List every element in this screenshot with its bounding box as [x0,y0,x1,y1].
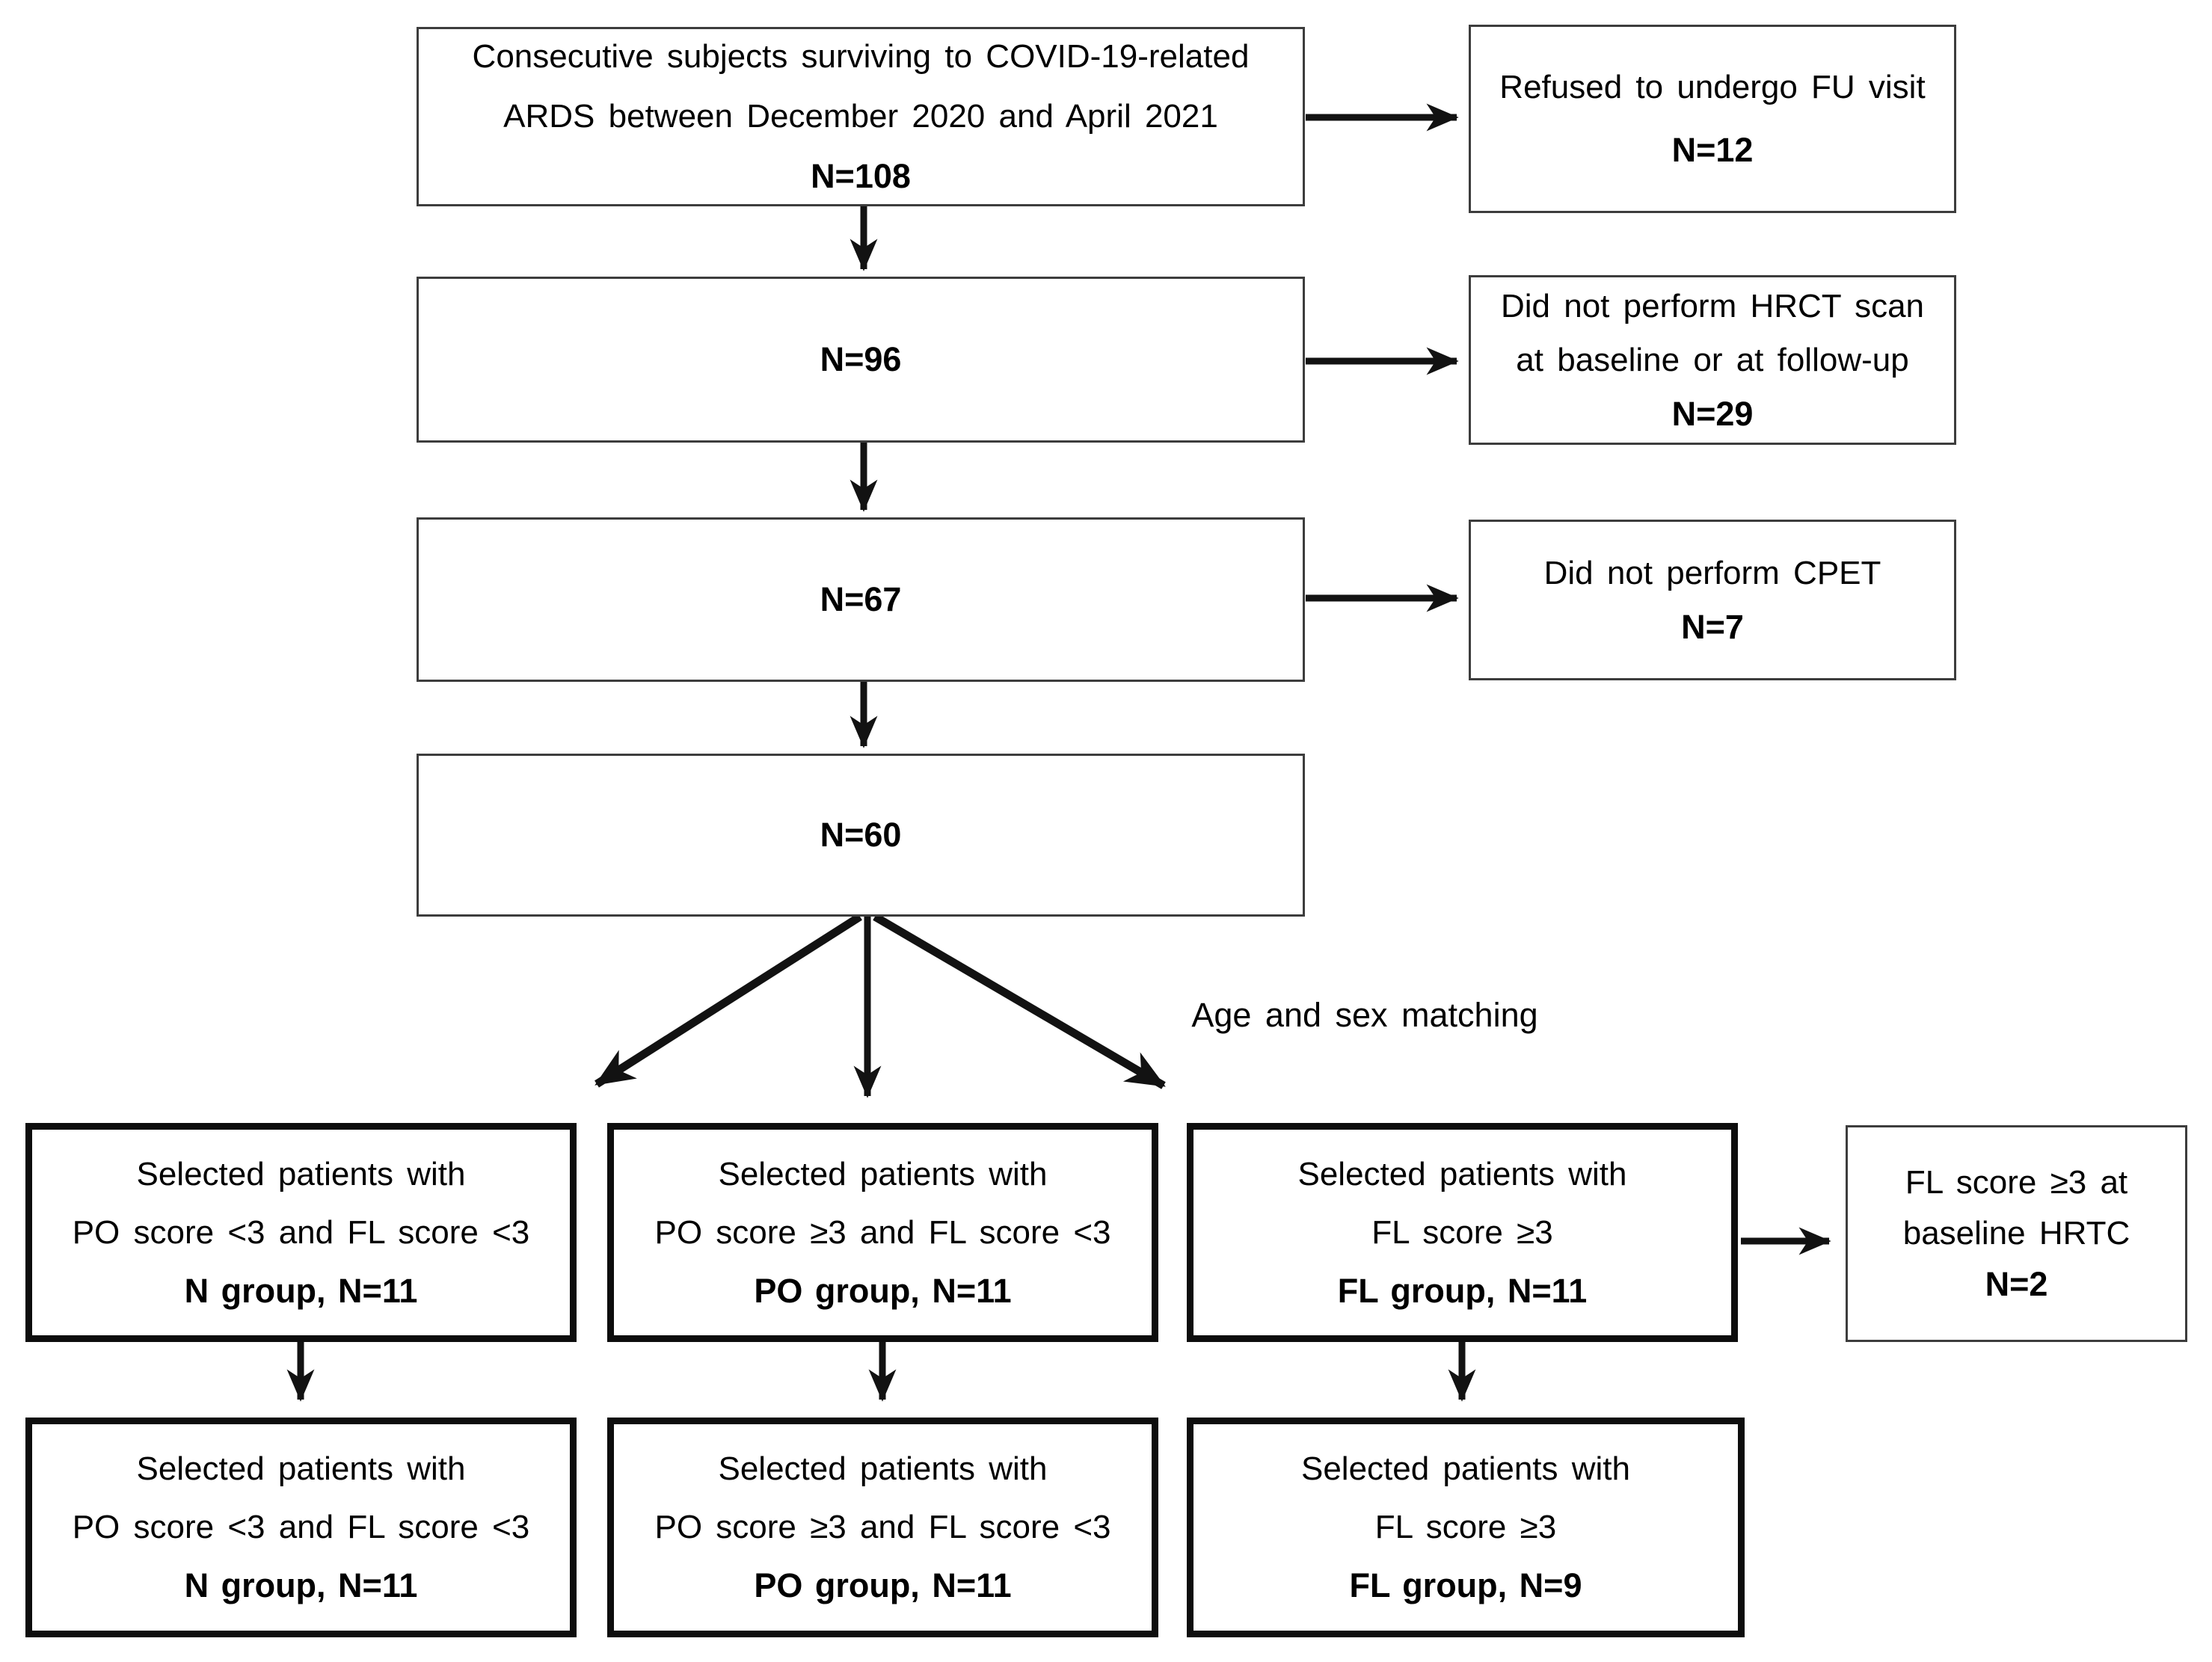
box-excluded-no-hrct: Did not perform HRCT scan at baseline or… [1469,275,1956,445]
arrow-n60-to-fl-group [873,913,1166,1089]
group-po-selected-count: PO group, N=11 [754,1271,1012,1310]
group-fl-final-line1: Selected patients with [1300,1450,1631,1487]
group-n-final-line2: PO score <3 and FL score <3 [72,1509,530,1545]
enrollment-line2: ARDS between December 2020 and April 202… [503,98,1218,135]
box-excluded-refused-fu: Refused to undergo FU visit N=12 [1469,25,1956,213]
group-po-selected-line2: PO score ≥3 and FL score <3 [654,1213,1111,1251]
group-n-final-count: N group, N=11 [184,1566,418,1604]
n96-count: N=96 [820,340,902,378]
box-excluded-no-cpet: Did not perform CPET N=7 [1469,520,1956,680]
box-group-po-selected: Selected patients with PO score ≥3 and F… [607,1123,1158,1342]
refused-fu-line1: Refused to undergo FU visit [1499,69,1926,105]
box-fl-baseline-hrtc: FL score ≥3 at baseline HRTC N=2 [1846,1125,2187,1342]
age-sex-matching-label: Age and sex matching [1191,996,1538,1034]
box-group-fl-selected: Selected patients with FL score ≥3 FL gr… [1187,1123,1738,1342]
group-po-final-line2: PO score ≥3 and FL score <3 [654,1509,1111,1545]
box-group-fl-final: Selected patients with FL score ≥3 FL gr… [1187,1418,1745,1637]
no-hrct-count: N=29 [1671,394,1754,433]
fl-baseline-count: N=2 [1985,1265,2048,1303]
group-n-final-line1: Selected patients with [136,1450,466,1487]
no-cpet-line1: Did not perform CPET [1543,554,1881,591]
n60-count: N=60 [820,816,902,854]
group-po-final-count: PO group, N=11 [754,1566,1012,1604]
box-n60: N=60 [417,754,1305,917]
fl-baseline-line2: baseline HRTC [1902,1215,2130,1252]
group-fl-selected-line2: FL score ≥3 [1371,1213,1553,1251]
fl-baseline-line1: FL score ≥3 at [1905,1164,2128,1201]
n67-count: N=67 [820,580,902,618]
group-fl-selected-count: FL group, N=11 [1337,1271,1588,1310]
no-hrct-line2: at baseline or at follow-up [1516,341,1909,378]
box-group-n-final: Selected patients with PO score <3 and F… [25,1418,577,1637]
arrow-n60-to-n-group [595,913,862,1088]
group-fl-final-count: FL group, N=9 [1349,1566,1582,1604]
no-hrct-line1: Did not perform HRCT scan [1500,287,1925,324]
box-enrollment: Consecutive subjects surviving to COVID-… [417,27,1305,206]
box-group-po-final: Selected patients with PO score ≥3 and F… [607,1418,1158,1637]
group-fl-selected-line1: Selected patients with [1297,1155,1627,1192]
group-po-selected-line1: Selected patients with [718,1155,1048,1192]
refused-fu-count: N=12 [1671,131,1754,169]
box-group-n-selected: Selected patients with PO score <3 and F… [25,1123,577,1342]
group-po-final-line1: Selected patients with [718,1450,1048,1487]
group-n-selected-count: N group, N=11 [184,1271,418,1310]
enrollment-line1: Consecutive subjects surviving to COVID-… [472,38,1250,75]
group-n-selected-line1: Selected patients with [136,1155,466,1192]
no-cpet-count: N=7 [1681,607,1744,646]
box-n96: N=96 [417,277,1305,443]
box-n67: N=67 [417,517,1305,682]
group-fl-final-line2: FL score ≥3 [1374,1509,1557,1545]
enrollment-count: N=108 [811,157,911,195]
group-n-selected-line2: PO score <3 and FL score <3 [72,1213,530,1251]
